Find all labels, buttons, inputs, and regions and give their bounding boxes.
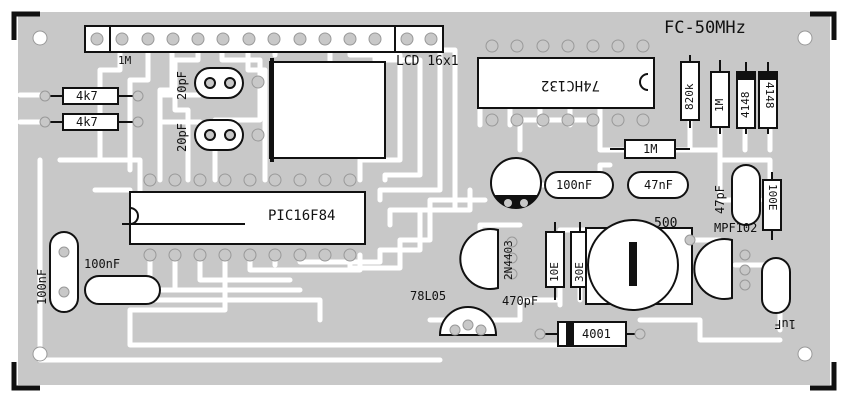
cap-20pf-pair — [194, 67, 244, 151]
cap-47pf-res-100e — [731, 164, 782, 240]
label-1m-vertical: 1M — [713, 98, 726, 112]
cap-100nf-small — [84, 275, 161, 305]
diode-4001 — [534, 321, 646, 347]
caps-100nf-47nf — [544, 171, 689, 199]
label-100nf-horizontal: 100nF — [556, 178, 593, 192]
label-2n4403: 2N4403 — [502, 240, 515, 280]
label-470pf: 470pF — [502, 294, 539, 308]
mounting-holes — [32, 30, 813, 362]
ic-pic16f84 — [122, 173, 366, 262]
label-100e: 100E — [766, 184, 779, 211]
label-30e: 30E — [573, 262, 586, 282]
crystal — [251, 58, 386, 162]
label-100nf-vertical: 100nF — [35, 268, 49, 305]
label-pic16f84: PIC16F84 — [268, 208, 336, 224]
board-title: FC-50MHz — [664, 18, 746, 38]
label-1uf: 1uF — [774, 317, 796, 331]
transistor-2n4403 — [459, 228, 518, 290]
electrolytic-cap — [490, 157, 542, 209]
label-1m-horizontal: 1M — [643, 142, 658, 156]
label-4k7-b: 4k7 — [76, 115, 98, 129]
label-4001: 4001 — [582, 327, 611, 341]
label-47pf: 47pF — [713, 185, 727, 214]
label-100nf-small: 100nF — [84, 257, 121, 271]
label-lcd: LCD 16x1 — [396, 54, 459, 69]
resistors-10e-30e — [545, 222, 590, 300]
label-mpf102: MPF102 — [714, 221, 758, 235]
cap-100nf-vertical — [49, 231, 79, 313]
label-4148-a: 4148 — [739, 91, 752, 119]
resistor-1m-horizontal — [610, 139, 690, 159]
trimmer-500 — [585, 219, 696, 311]
regulator-78l05 — [438, 306, 498, 336]
label-47nf: 47nF — [644, 178, 673, 192]
vertical-parts-right — [680, 55, 778, 134]
label-78l05: 78L05 — [410, 289, 447, 303]
label-74hc132: 74HC132 — [540, 77, 600, 93]
label-20pf-a: 20pF — [175, 71, 189, 100]
label-820k: 820k — [683, 83, 696, 111]
label-trim-500: 500 — [654, 216, 678, 231]
label-10e: 10E — [548, 262, 561, 282]
lcd-header — [84, 25, 444, 53]
label-4k7-a: 4k7 — [76, 89, 98, 103]
corner-marks — [11, 11, 837, 391]
ic-74hc132 — [477, 39, 655, 127]
resistors-4k7 — [39, 87, 144, 131]
jfet-mpf102 — [693, 238, 751, 300]
cap-1uf — [761, 257, 791, 314]
label-1m-top: 1M — [118, 54, 132, 67]
label-20pf-b: 20pF — [175, 123, 189, 152]
label-4148-b: 4148 — [763, 82, 776, 109]
